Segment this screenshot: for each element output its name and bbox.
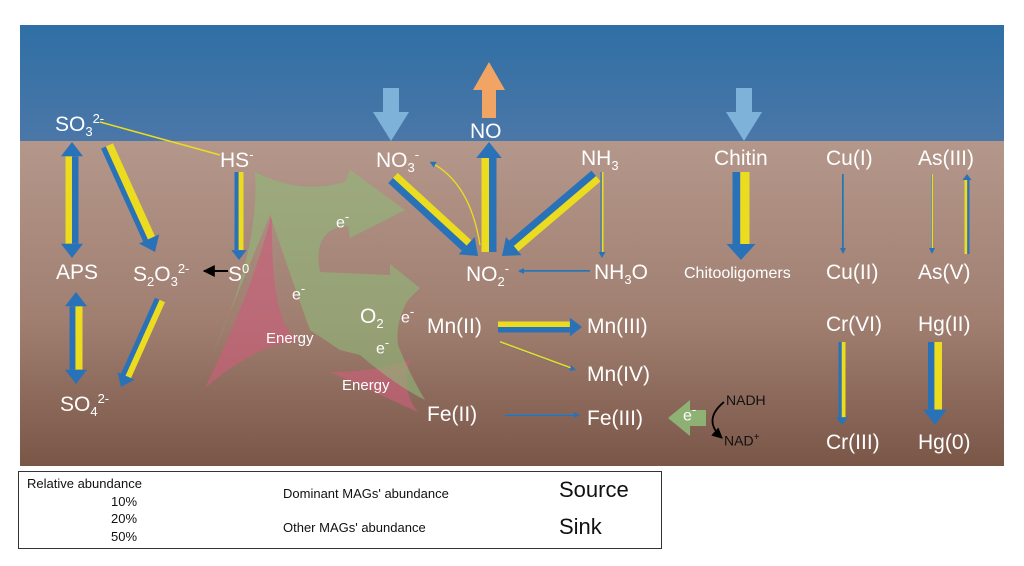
label-elemental-sulfur: S0 (228, 261, 250, 286)
electron-label-3: e- (401, 304, 415, 327)
legend-50-percent: 50% (111, 529, 138, 544)
source-arrow-nitrate (373, 88, 409, 141)
label-chitooligomers: Chitooligomers (684, 265, 791, 282)
label-nitrate: NO3- (376, 147, 420, 176)
label-chitin: Chitin (714, 147, 768, 170)
arrow-mn2-mn4 (499, 341, 576, 371)
legend-title: Relative abundance (27, 476, 142, 491)
connector-no2-no3 (429, 161, 481, 246)
sink-arrow-no (473, 62, 505, 118)
label-hydroxylamine: NH3O (594, 261, 648, 288)
arrow-aps-so4 (64, 292, 88, 384)
arrow-as3-as5 (929, 174, 935, 254)
electron-label-4: e- (376, 335, 390, 358)
arrow-so3-s2o3 (101, 143, 160, 253)
label-nadh: NADH (726, 392, 766, 408)
energy-label-1: Energy (266, 330, 314, 347)
arrow-nh3-nh3o (598, 172, 606, 258)
water-layer (20, 25, 1004, 141)
connector-hs-so3 (99, 121, 221, 156)
arrow-no3-no2 (388, 172, 479, 257)
arrow-s2o3-so4 (117, 297, 166, 388)
label-nitrite: NO2- (466, 261, 510, 290)
electron-flow-nadh (668, 400, 706, 436)
arrow-nh3-no2 (502, 170, 601, 256)
label-hydrosulfide: HS- (220, 147, 254, 172)
label-manganese-2: Mn(II) (427, 315, 482, 338)
arrow-aps-so3 (60, 142, 84, 258)
arrow-cr6-cr3 (836, 342, 848, 425)
legend-10-percent: 10% (111, 494, 138, 509)
label-iron-3: Fe(III) (587, 407, 643, 430)
label-mercury-2: Hg(II) (918, 313, 971, 336)
legend-box: Relative abundance 10% 20% 50% Dominant … (18, 471, 662, 549)
label-sulfite: SO32- (55, 111, 105, 140)
energy-label-2: Energy (342, 377, 390, 394)
legend-20-percent: 20% (111, 511, 138, 526)
label-aps: APS (56, 261, 99, 284)
source-arrow-chitin (726, 88, 762, 141)
label-copper-2: Cu(II) (826, 261, 879, 284)
arrow-no2-no (476, 142, 502, 252)
label-iron-2: Fe(II) (427, 403, 478, 426)
label-sulfate: SO42- (60, 391, 110, 420)
label-thiosulfate: S2O32- (133, 261, 190, 290)
arrow-hg2-hg0 (923, 342, 947, 425)
energy-flow-upper (205, 212, 300, 388)
label-chromium-6: Cr(VI) (826, 313, 882, 336)
arrow-nh3o-no2 (518, 268, 590, 274)
label-ammonia: NH3 (581, 147, 619, 174)
label-mercury-0: Hg(0) (918, 431, 971, 454)
nad-curve (711, 401, 725, 439)
label-oxygen: O2 (360, 305, 384, 332)
electron-label-1: e- (336, 209, 350, 232)
label-manganese-3: Mn(III) (587, 315, 648, 338)
legend-dominant-mags: Dominant MAGs' abundance (283, 486, 449, 501)
electron-label-2: e- (292, 281, 306, 304)
label-chromium-3: Cr(III) (826, 431, 880, 454)
label-arsenic-5: As(V) (918, 261, 971, 284)
arrow-fe2-fe3 (505, 412, 580, 418)
label-arsenic-3: As(III) (918, 147, 974, 170)
label-copper-1: Cu(I) (826, 147, 873, 170)
legend-other-mags: Other MAGs' abundance (283, 520, 426, 535)
legend-source: Source (559, 477, 629, 502)
sediment-layer (20, 141, 1004, 466)
arrow-hs-s0 (231, 172, 247, 260)
legend-sink: Sink (559, 514, 602, 539)
arrow-chitin-chitooligomers (726, 172, 756, 260)
label-nitric-oxide: NO (470, 120, 502, 143)
electron-label-5: e- (683, 402, 697, 425)
label-nad-plus: NAD+ (724, 432, 760, 449)
arrow-mn2-mn3 (498, 317, 582, 337)
electron-flow-shape (212, 170, 425, 400)
arrow-cu1-cu2 (840, 174, 846, 254)
label-manganese-4: Mn(IV) (587, 363, 650, 386)
arrow-group (60, 142, 972, 425)
arrow-as5-as3 (962, 174, 972, 254)
